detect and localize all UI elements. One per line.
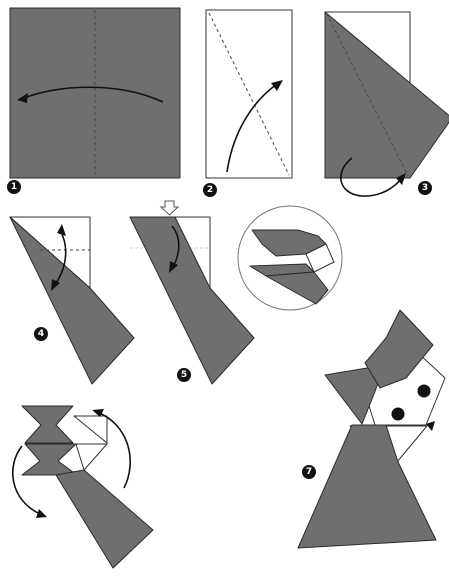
step-6 (11, 405, 154, 569)
step-number: 7 (306, 467, 312, 477)
eye-left (391, 407, 405, 421)
fold-arrow (23, 86, 164, 103)
step-4: 4 (9, 216, 135, 385)
right-ear (364, 309, 434, 389)
fold-line-diagonal (208, 12, 290, 176)
arrowhead-up (57, 224, 66, 236)
fold-arrow-left (11, 445, 41, 515)
body-triangle (55, 469, 154, 569)
step-number-badge: 2 (203, 183, 217, 197)
step-2: 2 (203, 9, 293, 197)
step-1: 1 (7, 7, 181, 194)
arrowhead (169, 261, 178, 273)
left-ear (324, 364, 386, 425)
paper-triangle-lower (75, 443, 108, 471)
step-number: 2 (207, 185, 213, 195)
ear-bowtie (21, 405, 74, 444)
folded-triangle (129, 216, 255, 385)
body-fold (265, 271, 329, 305)
fold-line-diagonal (326, 13, 409, 177)
step-number-badge: 3 (418, 181, 432, 195)
step-number: 1 (11, 182, 17, 192)
fold-arrow-right (96, 411, 131, 489)
step-number-badge: 5 (177, 368, 191, 382)
step-5: 5 (129, 200, 255, 385)
push-arrow-icon (159, 200, 180, 216)
arrowhead (271, 80, 283, 91)
arrowhead (17, 93, 28, 103)
step-number: 3 (422, 183, 428, 193)
arrowhead (396, 173, 406, 185)
folded-triangle (9, 216, 135, 385)
folded-flap (324, 11, 449, 179)
arrowhead (36, 509, 47, 518)
fold-arrow (340, 157, 403, 197)
step-number-badge: 1 (7, 180, 21, 194)
step-number: 5 (181, 370, 187, 380)
fold-arrow (226, 83, 278, 173)
face-bowtie (21, 443, 78, 476)
paper-triangle-upper (73, 415, 108, 444)
cat-body (297, 424, 437, 549)
step-number: 4 (38, 329, 44, 339)
white-face (305, 243, 335, 273)
step-7: 7 (297, 309, 446, 549)
step-3: 3 (324, 11, 449, 197)
step-number-badge: 4 (34, 327, 48, 341)
detail-inset (237, 205, 343, 311)
arrowhead-down (51, 279, 60, 291)
arrowhead (92, 409, 104, 417)
eye-right (417, 384, 431, 398)
nose (426, 421, 435, 431)
paper-square (9, 7, 181, 179)
step-number-badge: 7 (302, 465, 316, 479)
